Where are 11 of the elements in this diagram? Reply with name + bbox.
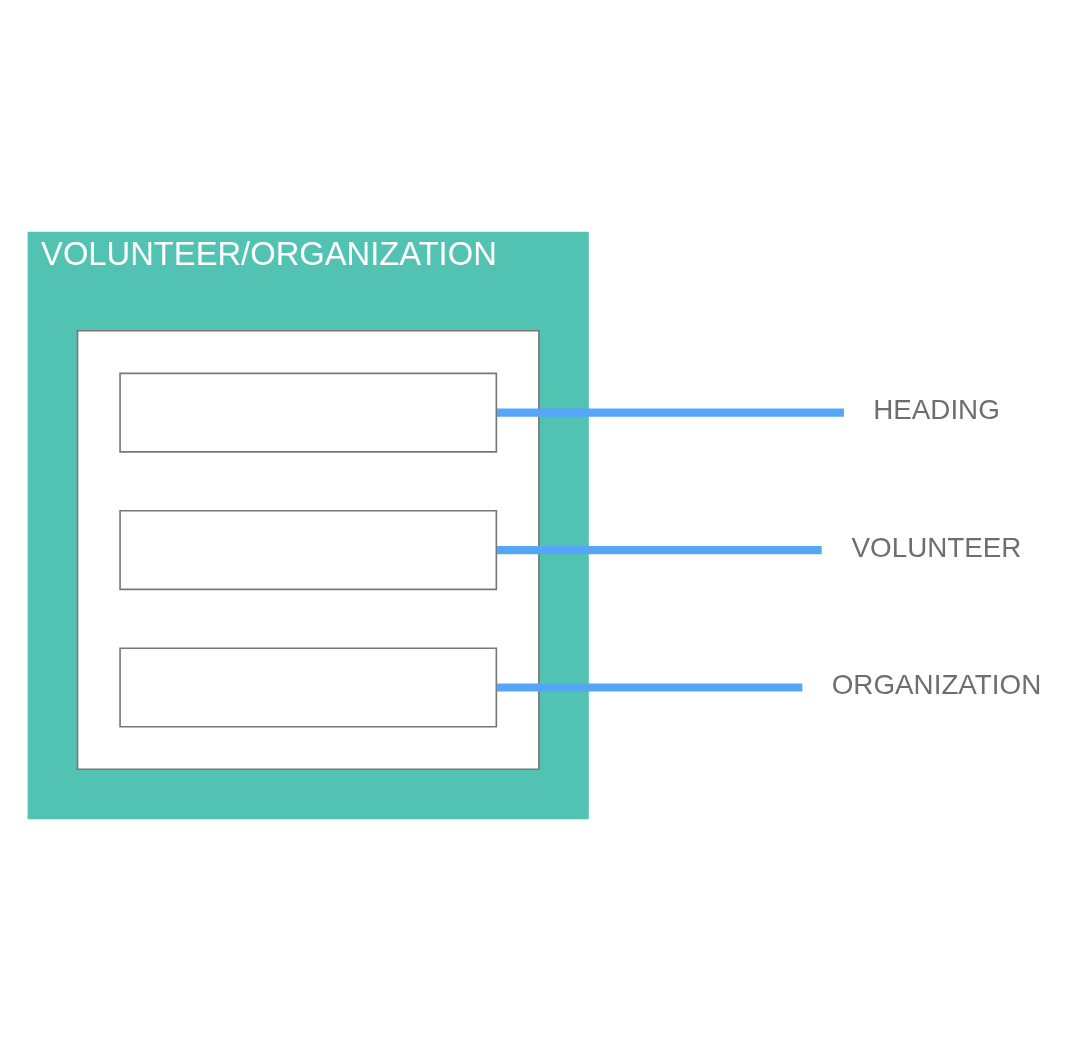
node-box [119,646,498,728]
connector [497,545,822,554]
cluster: VOLUNTEER/ORGANIZATION [27,231,589,819]
node-box [119,372,498,453]
connector [496,682,803,692]
node-text: VOLUNTEER [851,531,1022,563]
cluster [76,329,540,770]
node-box [119,509,498,590]
connector [497,408,844,417]
node-text: HEADING [873,393,1000,425]
node-text: ORGANIZATION [831,668,1042,700]
